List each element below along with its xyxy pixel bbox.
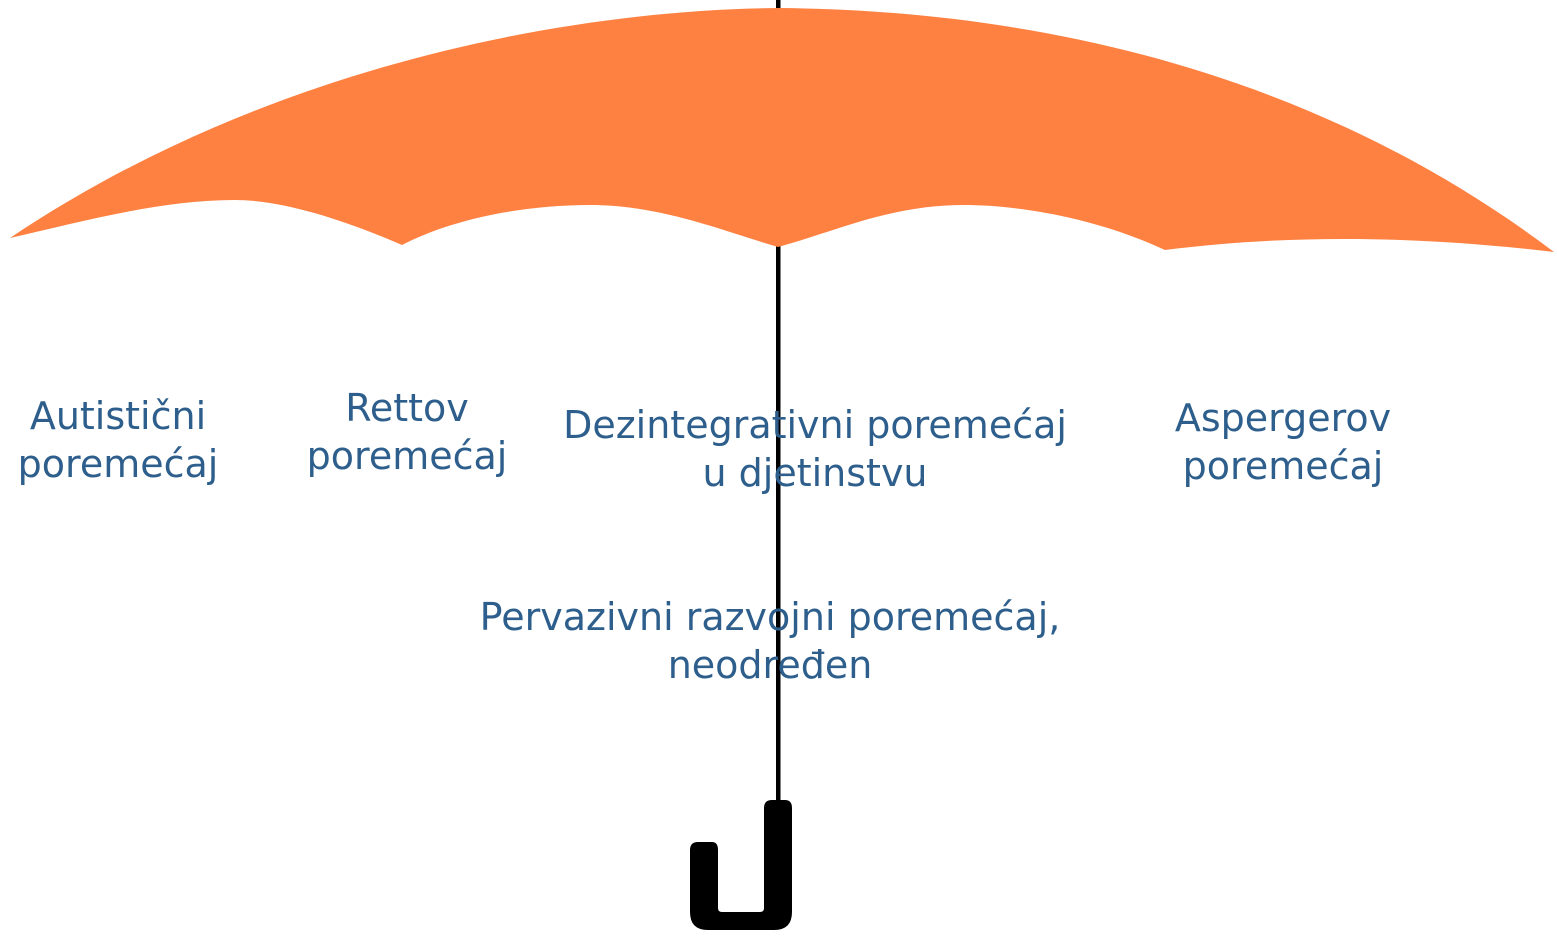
label-pervazivni-line-1: Pervazivni razvojni poremećaj, xyxy=(479,595,1061,639)
label-autisticni-line-2: poremećaj xyxy=(17,442,219,486)
label-autisticni-line-1: Autistični xyxy=(29,394,207,438)
label-dezintegrativni-line-1: Dezintegrativni poremećaj xyxy=(563,403,1067,447)
label-rettov-poremecaj: Rettov poremećaj xyxy=(290,384,524,480)
label-pervazivni-razvojni-poremecaj: Pervazivni razvojni poremećaj, neodređen xyxy=(430,593,1110,689)
label-dezintegrativni-line-2: u djetinstvu xyxy=(702,451,928,495)
label-rettov-line-2: poremećaj xyxy=(306,434,508,478)
umbrella-shaft xyxy=(776,0,781,810)
label-autisticni-poremecaj: Autistični poremećaj xyxy=(0,392,236,488)
label-dezintegrativni-poremecaj: Dezintegrativni poremećaj u djetinstvu xyxy=(530,401,1100,497)
label-aspergerov-line-1: Aspergerov xyxy=(1174,396,1392,440)
label-aspergerov-line-2: poremećaj xyxy=(1182,444,1384,488)
umbrella-handle xyxy=(690,800,792,930)
umbrella-canopy xyxy=(10,8,1554,252)
label-aspergerov-poremecaj: Aspergerov poremećaj xyxy=(1155,394,1411,490)
label-rettov-line-1: Rettov xyxy=(345,386,469,430)
label-pervazivni-line-2: neodređen xyxy=(667,643,873,687)
